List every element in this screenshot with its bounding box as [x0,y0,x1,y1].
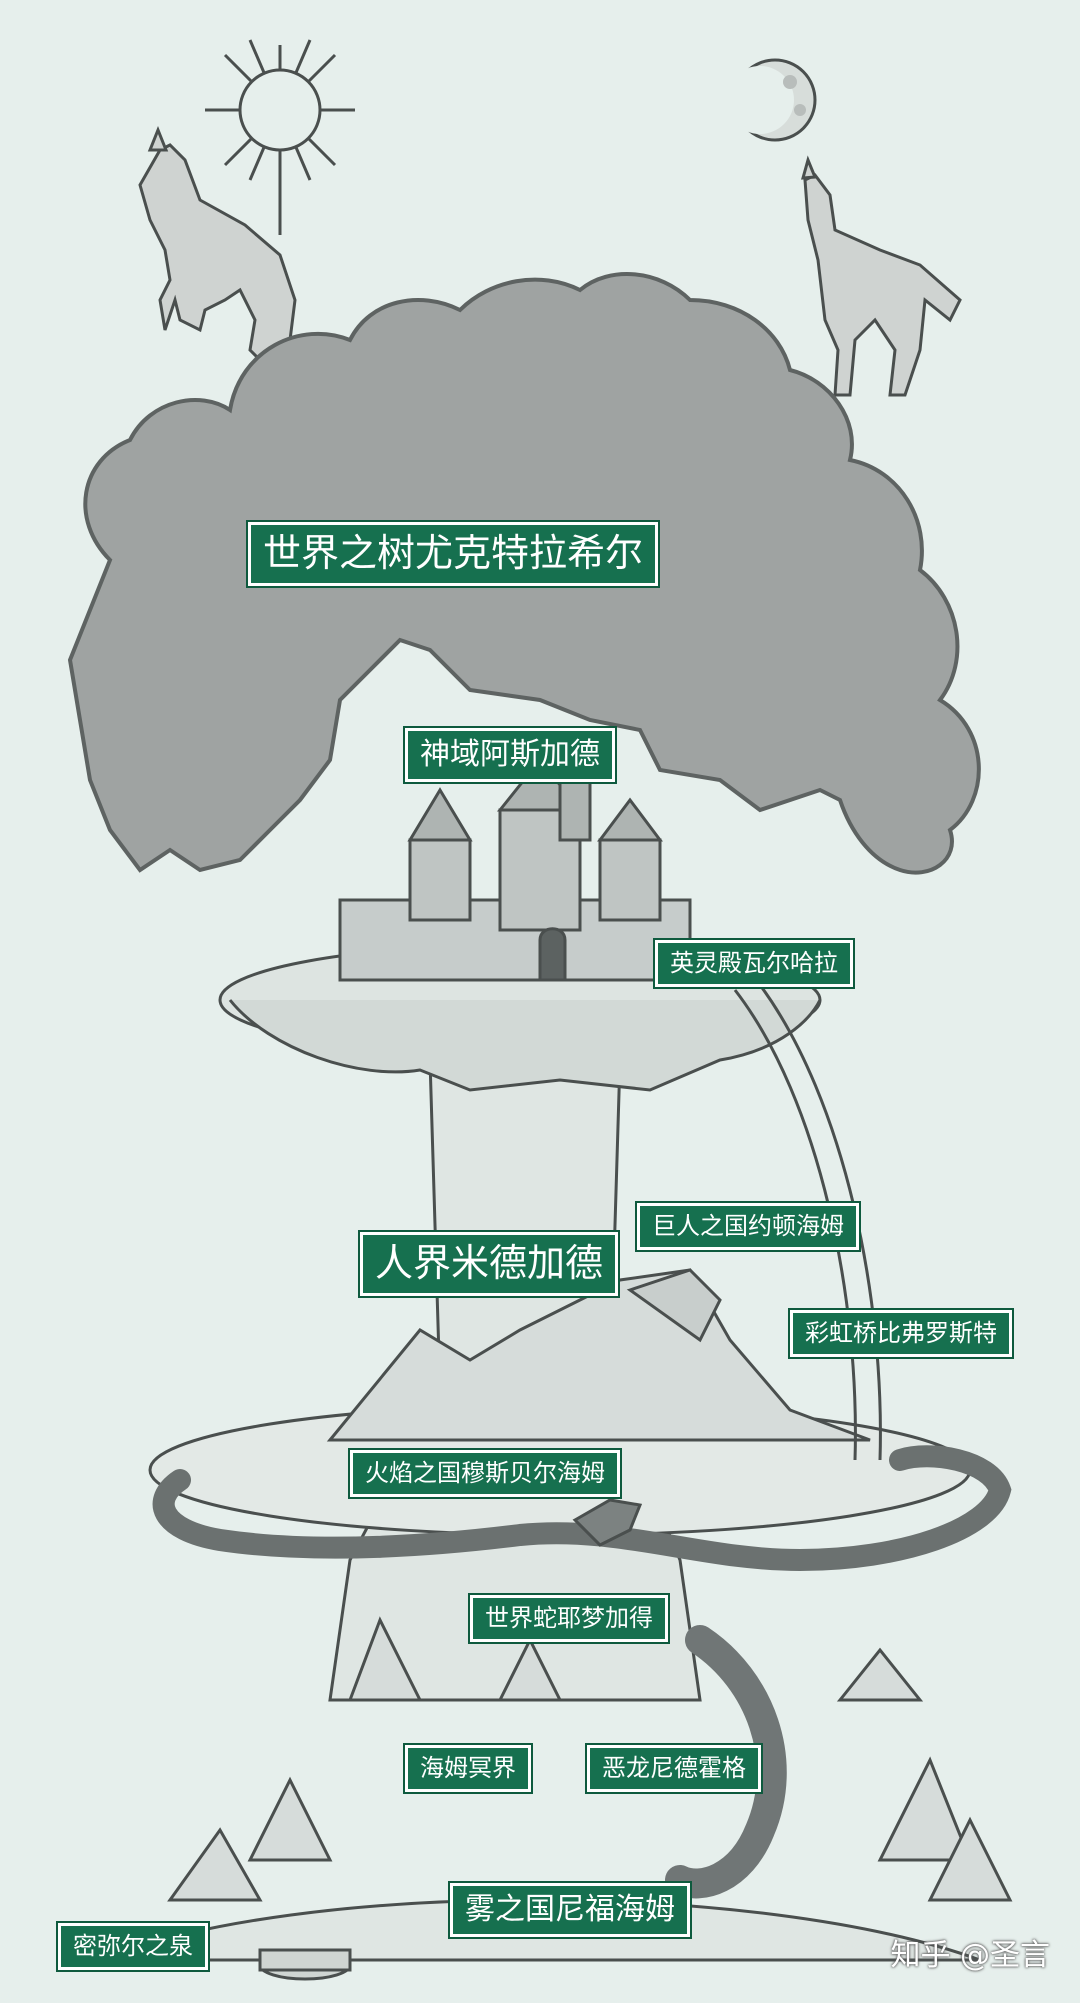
label-jormungandr: 世界蛇耶梦加得 [470,1595,668,1642]
label-midgard: 人界米德加德 [360,1232,619,1296]
dragon-nidhogg [665,1625,787,1899]
label-muspelheim: 火焰之国穆斯贝尔海姆 [350,1450,620,1497]
label-jotunheim: 巨人之国约顿海姆 [637,1203,859,1250]
label-mimir-well: 密弥尔之泉 [58,1923,208,1970]
wolf-right-icon [800,155,962,397]
moon-icon [726,58,817,142]
watermark: 知乎 @圣言 [890,1938,1050,1973]
label-yggdrasil: 世界之树尤克特拉希尔 [248,522,659,586]
asgard-platform [218,757,822,1092]
label-asgard: 神域阿斯加德 [405,728,615,782]
serpent-jormungandr [152,1445,1012,1572]
wolf-left-icon [138,125,297,373]
mimir-well-icon [258,1948,352,1981]
sun-icon [205,39,355,235]
label-helheim: 海姆冥界 [405,1745,531,1792]
label-bifrost: 彩虹桥比弗罗斯特 [790,1310,1012,1357]
label-valhalla: 英灵殿瓦尔哈拉 [655,940,853,987]
serpent-head [572,1498,643,1547]
label-nidhogg: 恶龙尼德霍格 [587,1745,761,1792]
label-niflheim: 雾之国尼福海姆 [450,1883,690,1937]
